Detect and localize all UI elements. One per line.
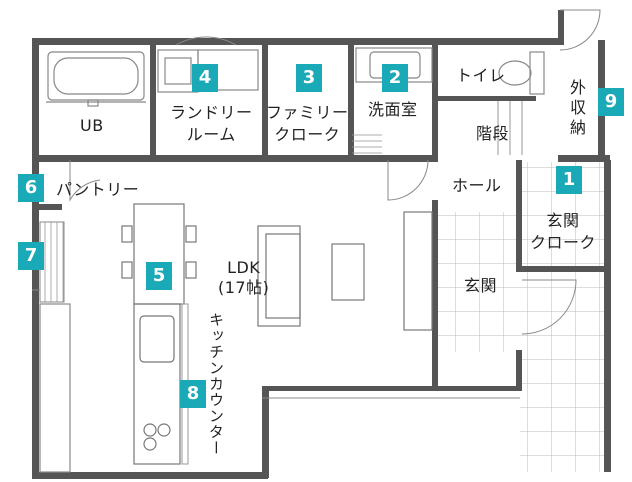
room-entrance-label: 玄関 xyxy=(464,276,498,295)
coffee-table xyxy=(331,243,365,301)
badge-5: 5 xyxy=(146,262,172,290)
badge-1: 1 xyxy=(556,166,582,194)
badge-8: 8 xyxy=(180,380,206,408)
entrance-porch-tile xyxy=(520,272,610,472)
tv-board xyxy=(403,211,433,331)
room-hall-label: ホール xyxy=(452,176,502,195)
room-pantry-label: パントリー xyxy=(56,180,140,199)
kitchen-unit xyxy=(133,303,181,465)
window-lines xyxy=(32,289,520,399)
room-ldk-label: LDK (17帖) xyxy=(218,258,270,297)
bathtub xyxy=(46,51,146,107)
kitchen-counter-label: キッチンカウンター xyxy=(207,312,225,456)
staircase xyxy=(497,101,523,155)
door-swings xyxy=(69,9,601,335)
entrance-tile-floor xyxy=(432,212,520,352)
badge-2: 2 xyxy=(382,64,408,92)
sofa xyxy=(257,225,301,327)
room-family-closet-label: ファミリー クローク xyxy=(266,103,349,144)
badge-7: 7 xyxy=(18,242,44,270)
room-ub-label: UB xyxy=(80,116,104,135)
badge-6: 6 xyxy=(18,174,44,202)
room-entrance-closet-label: 玄関 クローク xyxy=(530,211,597,252)
back-counter xyxy=(39,303,71,473)
pantry-shelf xyxy=(39,221,65,303)
toilet-fixture xyxy=(498,51,545,95)
room-toilet-label: トイレ xyxy=(456,66,506,85)
room-laundry-label: ランドリー ルーム xyxy=(170,103,253,144)
badge-3: 3 xyxy=(296,64,322,92)
room-stairs-label: 階段 xyxy=(476,124,510,143)
room-outdoor-storage-label: 外 収 納 xyxy=(570,78,587,137)
badge-4: 4 xyxy=(192,64,218,92)
room-washroom-label: 洗面室 xyxy=(368,100,418,119)
badge-9: 9 xyxy=(598,88,624,116)
